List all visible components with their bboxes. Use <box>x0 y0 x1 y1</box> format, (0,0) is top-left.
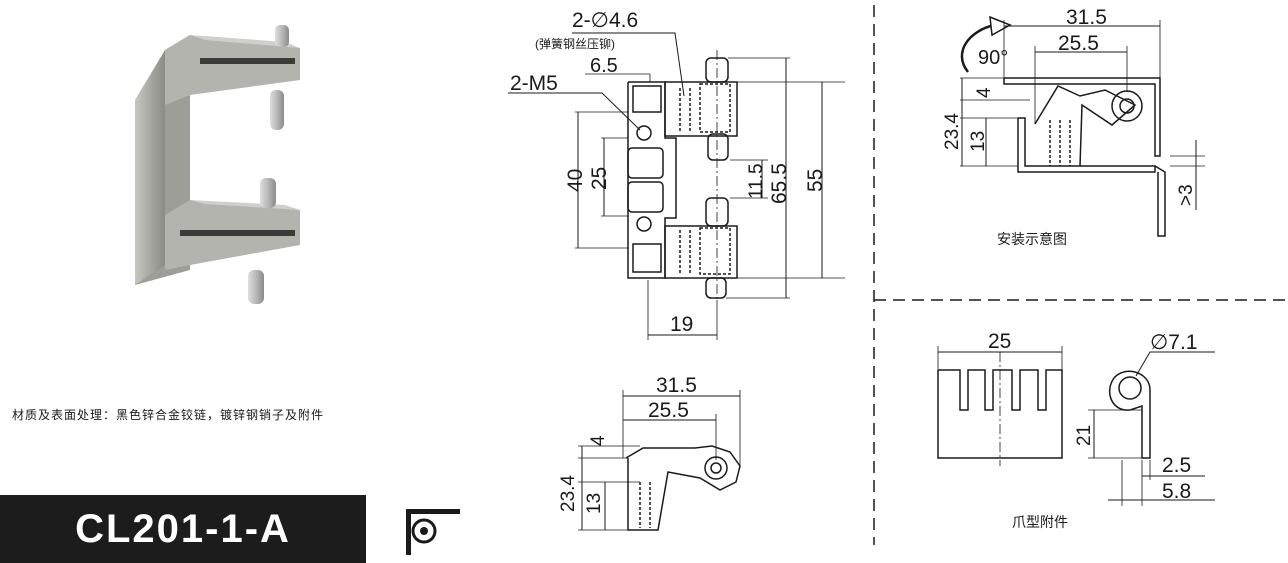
dim-13-install: 13 <box>968 131 989 152</box>
dim-gt3: >3 <box>1176 184 1197 206</box>
model-banner <box>0 495 366 563</box>
dim-23-4-side: 23.4 <box>558 475 579 512</box>
dim-dia-7-1: ∅7.1 <box>1150 331 1198 354</box>
dim-13-side: 13 <box>584 493 605 514</box>
dim-40: 40 <box>564 169 587 192</box>
dim-4-side: 4 <box>588 435 609 446</box>
dim-25-front: 25 <box>588 167 611 190</box>
side-view <box>578 390 741 531</box>
dim-2-5: 2.5 <box>1162 454 1191 477</box>
claw-caption: 爪型附件 <box>1012 514 1068 530</box>
dim-31-5-install: 31.5 <box>1066 6 1107 29</box>
hinge-product-photo <box>135 25 300 304</box>
dim-19: 19 <box>670 313 693 336</box>
dim-55: 55 <box>804 169 827 192</box>
dim-offset: 6.5 <box>590 55 618 77</box>
hinge-symbol-icon <box>406 509 460 555</box>
claw-view-labels: 25 ∅7.1 21 2.5 5.8 爪型附件 <box>988 330 1198 530</box>
dim-11-5: 11.5 <box>746 163 767 199</box>
install-caption: 安装示意图 <box>997 231 1067 247</box>
dim-rivet-note: (弹簧钢丝压铆) <box>535 36 615 51</box>
claw-view <box>937 346 1215 506</box>
model-number: CL201-1-A <box>75 507 291 551</box>
angle-90: 90° <box>978 47 1008 69</box>
dim-25-claw: 25 <box>988 330 1011 353</box>
dim-rivet: 2-∅4.6 <box>572 9 638 32</box>
install-view-labels: 31.5 25.5 90° 4 23.4 13 >3 安装示意图 <box>942 6 1197 247</box>
dim-25-5-side: 25.5 <box>648 399 689 422</box>
dim-65-5: 65.5 <box>768 163 791 204</box>
dim-4-install: 4 <box>974 87 995 98</box>
dim-23-4-install: 23.4 <box>942 113 963 150</box>
material-description: 材质及表面处理：黑色锌合金铰链，镀锌钢销子及附件 <box>12 408 325 422</box>
front-view <box>508 32 845 340</box>
front-view-labels: 2-∅4.6 (弹簧钢丝压铆) 6.5 2-M5 40 25 11.5 65.5… <box>510 9 827 336</box>
dim-25-5-install: 25.5 <box>1058 32 1099 55</box>
dim-5-8: 5.8 <box>1162 480 1191 503</box>
view-separators <box>873 5 1288 545</box>
dim-21: 21 <box>1074 425 1095 446</box>
dim-31-5-side: 31.5 <box>656 374 697 397</box>
side-view-labels: 31.5 25.5 4 23.4 13 <box>558 374 697 514</box>
install-view <box>960 15 1205 237</box>
dim-thread: 2-M5 <box>510 72 558 95</box>
